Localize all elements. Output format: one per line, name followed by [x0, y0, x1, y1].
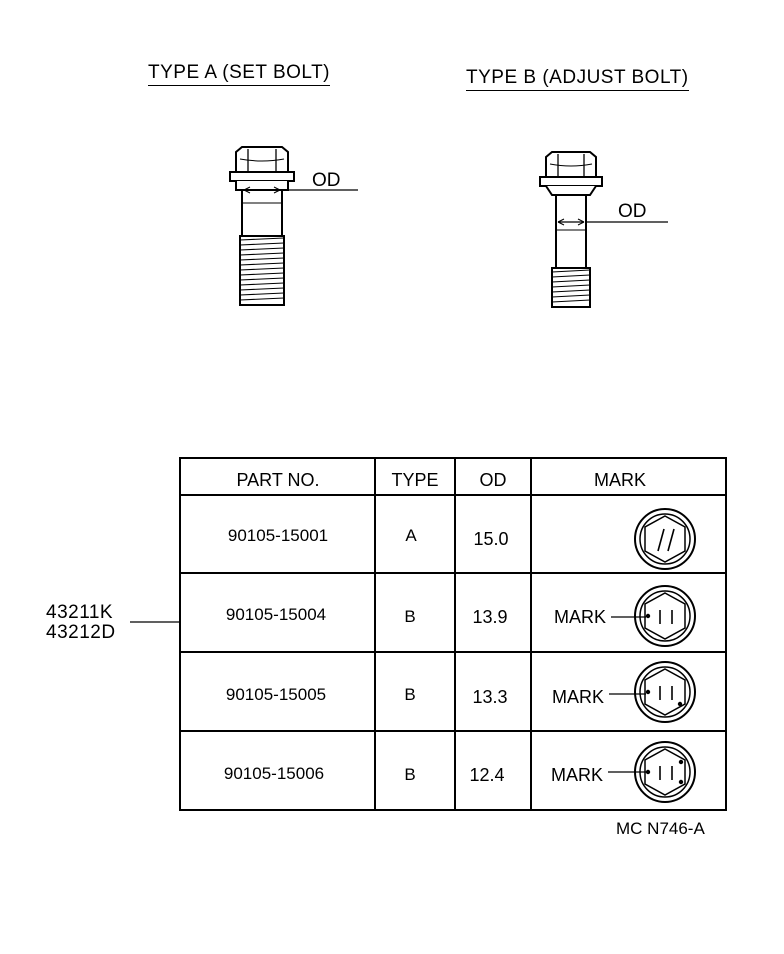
table-row: 90105-15005 B 13.3 MARK: [226, 661, 696, 723]
row-mark-label: MARK: [551, 765, 603, 785]
od-a-label: OD: [312, 170, 341, 191]
header-od: OD: [480, 470, 507, 490]
hex-three-dot-mark-icon: [634, 741, 696, 803]
row-od: 12.4: [469, 765, 504, 785]
two-slash-mark-icon: [634, 508, 696, 570]
row-od: 13.3: [472, 687, 507, 707]
row-part-no: 90105-15001: [228, 526, 328, 545]
header-mark: MARK: [594, 470, 646, 490]
row-type: B: [404, 607, 415, 626]
row-od: 15.0: [473, 529, 508, 549]
row-type: B: [404, 685, 415, 704]
header-type: TYPE: [391, 470, 438, 490]
hex-one-dot-mark-icon: [634, 585, 696, 647]
row-od: 13.9: [472, 607, 507, 627]
row-type: A: [405, 526, 417, 545]
type-a-bolt: [229, 146, 295, 306]
table-row: 90105-15001 A 15.0: [228, 508, 696, 570]
type-b-bolt: [539, 151, 603, 308]
table-row: 90105-15004 B 13.9 MARK: [226, 585, 696, 647]
table-header: PART NO. TYPE OD MARK: [236, 470, 646, 490]
type-b-heading: TYPE B (ADJUST BOLT): [466, 67, 689, 91]
document-code: MC N746-A: [616, 819, 705, 838]
row-part-no: 90105-15005: [226, 685, 326, 704]
part-ref-2: 43212D: [46, 622, 116, 643]
row-type: B: [404, 765, 415, 784]
row-mark-label: MARK: [552, 687, 604, 707]
type-a-threads: [239, 237, 285, 301]
row-mark-label: MARK: [554, 607, 606, 627]
od-b-label: OD: [618, 201, 647, 222]
type-b-threads: [551, 269, 591, 303]
header-part-no: PART NO.: [236, 470, 319, 490]
row-part-no: 90105-15004: [226, 605, 326, 624]
row-part-no: 90105-15006: [224, 764, 324, 783]
hex-two-dot-mark-icon: [634, 661, 696, 723]
bolt-table: [179, 457, 727, 811]
part-ref-1: 43211K: [46, 602, 114, 623]
type-a-heading: TYPE A (SET BOLT): [148, 62, 331, 86]
table-row: 90105-15006 B 12.4 MARK: [224, 741, 696, 803]
